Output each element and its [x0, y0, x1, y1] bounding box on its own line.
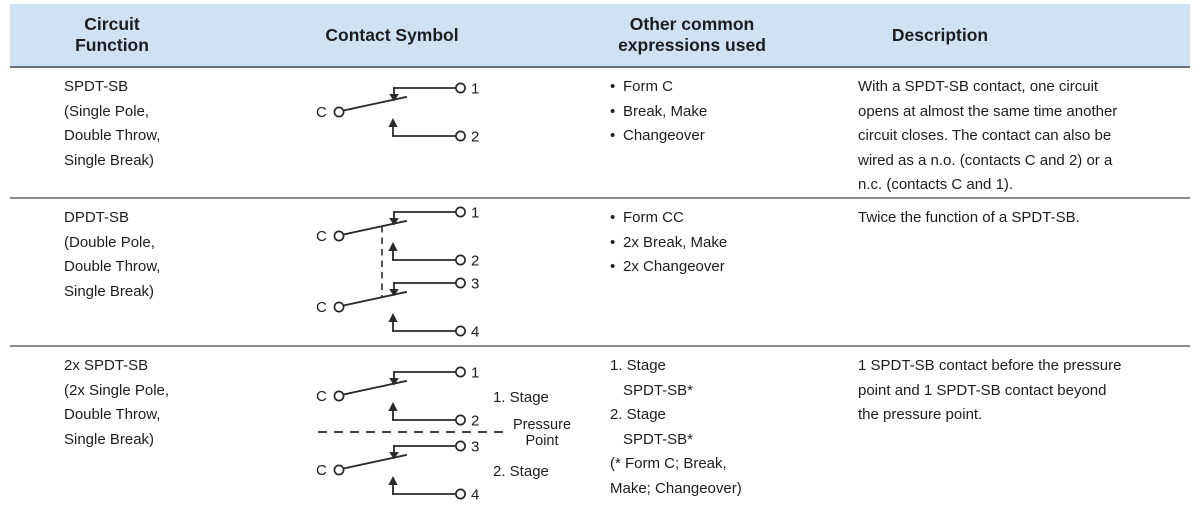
terminal-circle [333, 464, 345, 476]
description-cell: 1 SPDT-SB contact before the pressure po… [858, 357, 1122, 424]
column-header-contact-symbol: Contact Symbol [230, 4, 580, 66]
expressions-cell: Form CC 2x Break, Make 2x Changeover [580, 199, 830, 345]
lever-line [342, 219, 408, 236]
expression-item: Changeover [610, 124, 830, 149]
expression-line: SPDT-SB* [623, 381, 694, 399]
contact-symbol-cell: 1 C 2 1. Stage Pressure Point [230, 347, 580, 510]
dpdt-sb-symbol: 1 C 2 3 [316, 206, 479, 341]
expression-item: 2x Changeover [610, 255, 830, 280]
spdt-sb-symbol: 1 C 2 [316, 82, 479, 145]
expression-line: Make; Changeover) [610, 479, 742, 497]
column-header-label: Circuit Function [75, 14, 149, 55]
terminal-circle [455, 130, 466, 142]
terminal-label: 1 [471, 206, 479, 222]
terminal-circle [455, 488, 466, 500]
expression-line: (* Form C; Break, [610, 455, 727, 473]
column-header-label: Contact Symbol [325, 24, 459, 45]
common-terminal-label: C [316, 299, 327, 316]
terminal-label: 2 [471, 129, 479, 145]
terminal-label: 3 [471, 276, 479, 293]
column-header-circuit-function: Circuit Function [10, 4, 230, 66]
column-header-label: Other common expressions used [618, 14, 766, 55]
column-header-description: Description [830, 4, 1190, 66]
common-terminal-label: C [316, 104, 327, 121]
terminal-label: 1 [471, 82, 479, 98]
table-row-dpdt-sb: DPDT-SB (Double Pole, Double Throw, Sing… [10, 199, 1190, 347]
pressure-point-label: Point [525, 433, 558, 449]
terminal-circle [455, 414, 466, 426]
arrow-down-icon [389, 452, 399, 460]
expression-item: Form C [610, 75, 830, 100]
arrow-up-icon [388, 118, 398, 127]
stage-2-label: 2. Stage [493, 463, 549, 480]
lever-line [342, 379, 408, 396]
description-cell: With a SPDT-SB contact, one circuit open… [858, 78, 1118, 194]
terminal-circle [455, 366, 466, 378]
common-terminal-label: C [316, 388, 327, 405]
arrow-down-icon [389, 378, 399, 386]
terminal-label: 1 [471, 366, 479, 382]
lever-line [342, 290, 408, 307]
expression-item: 2x Break, Make [610, 231, 830, 256]
column-header-label: Description [891, 24, 989, 45]
arrow-down-icon [389, 289, 399, 297]
column-header-other-expressions: Other common expressions used [580, 4, 830, 66]
expression-line: 2. Stage [610, 406, 666, 424]
terminal-label: 2 [471, 253, 479, 270]
lever-line [342, 95, 408, 112]
terminal-label: 2 [471, 413, 479, 430]
table-header-row: Circuit Function Contact Symbol Other co… [10, 4, 1190, 68]
expression-line: SPDT-SB* [623, 430, 694, 448]
expression-item: Form CC [610, 206, 830, 231]
expressions-cell: 1. Stage SPDT-SB* 2. Stage SPDT-SB* (* F… [580, 347, 830, 510]
expression-line: 1. Stage [610, 357, 666, 374]
circuit-function-cell: 2x SPDT-SB (2x Single Pole, Double Throw… [64, 357, 170, 448]
arrow-down-icon [389, 94, 399, 102]
terminal-label: 3 [471, 439, 479, 456]
terminal-circle [455, 277, 466, 289]
arrow-down-icon [389, 218, 399, 226]
terminal-circle [333, 230, 345, 242]
expressions-cell: Form C Break, Make Changeover [580, 68, 830, 198]
terminal-circle [455, 254, 466, 266]
arrow-up-icon [388, 402, 398, 411]
terminal-circle [455, 440, 466, 452]
common-terminal-label: C [316, 462, 327, 479]
terminal-label: 4 [471, 324, 479, 341]
terminal-circle [455, 325, 466, 337]
2x-spdt-sb-symbol: 1 C 2 1. Stage Pressure Point [316, 366, 571, 504]
arrow-up-icon [388, 476, 398, 485]
description-cell: Twice the function of a SPDT-SB. [858, 209, 1080, 226]
contact-types-table: Circuit Function Contact Symbol Other co… [10, 4, 1190, 510]
terminal-circle [333, 106, 345, 118]
arrow-up-icon [388, 313, 398, 322]
lever-line [342, 453, 408, 470]
terminal-circle [333, 301, 345, 313]
terminal-circle [455, 82, 466, 94]
contact-symbol-cell: 1 C 2 [230, 68, 580, 198]
contact-symbol-cell: 1 C 2 3 [230, 199, 580, 345]
table-row-2x-spdt-sb: 2x SPDT-SB (2x Single Pole, Double Throw… [10, 347, 1190, 510]
terminal-label: 4 [471, 487, 479, 504]
circuit-function-cell: DPDT-SB (Double Pole, Double Throw, Sing… [64, 209, 161, 300]
stage-1-label: 1. Stage [493, 389, 549, 406]
pressure-point-label: Pressure [513, 417, 571, 433]
circuit-function-cell: SPDT-SB (Single Pole, Double Throw, Sing… [64, 78, 161, 169]
terminal-circle [455, 206, 466, 218]
common-terminal-label: C [316, 228, 327, 245]
terminal-circle [333, 390, 345, 402]
arrow-up-icon [388, 242, 398, 251]
table-row-spdt-sb: SPDT-SB (Single Pole, Double Throw, Sing… [10, 68, 1190, 199]
expression-item: Break, Make [610, 100, 830, 125]
